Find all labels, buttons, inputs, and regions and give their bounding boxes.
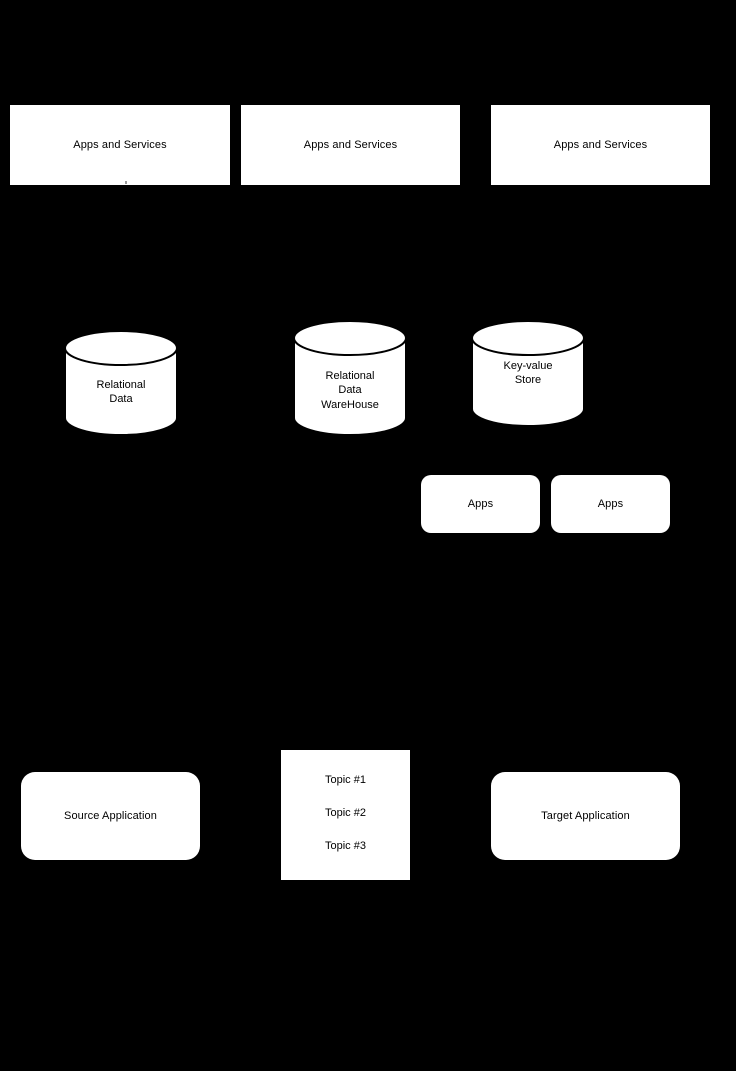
source-application-box[interactable]: Source Application	[21, 772, 200, 860]
cylinder-relational-data[interactable]: Relational Data	[64, 330, 178, 436]
connector-stub	[125, 181, 127, 184]
topic-item-3[interactable]: Topic #3	[325, 839, 366, 852]
apps-and-services-box-1[interactable]: Apps and Services	[10, 105, 230, 185]
apps-label-2: Apps	[597, 497, 624, 510]
apps-box-2[interactable]: Apps	[551, 475, 670, 533]
apps-and-services-label-2: Apps and Services	[303, 138, 398, 151]
apps-label-1: Apps	[467, 497, 494, 510]
database-cylinder-icon	[64, 330, 178, 436]
target-application-label: Target Application	[541, 809, 630, 822]
database-cylinder-icon	[471, 320, 585, 427]
topic-item-2[interactable]: Topic #2	[325, 806, 366, 819]
source-application-label: Source Application	[64, 809, 157, 822]
apps-and-services-box-2[interactable]: Apps and Services	[241, 105, 460, 185]
topic-item-1[interactable]: Topic #1	[325, 774, 366, 787]
cylinder-relational-data-warehouse[interactable]: Relational Data WareHouse	[293, 320, 407, 436]
apps-and-services-label-3: Apps and Services	[553, 138, 648, 151]
apps-and-services-box-3[interactable]: Apps and Services	[491, 105, 710, 185]
apps-box-1[interactable]: Apps	[421, 475, 540, 533]
database-cylinder-icon	[293, 320, 407, 436]
topics-box[interactable]: Topic #1 Topic #2 Topic #3	[281, 750, 410, 880]
cylinder-key-value-store[interactable]: Key-value Store	[471, 320, 585, 427]
apps-and-services-label-1: Apps and Services	[73, 138, 167, 151]
target-application-box[interactable]: Target Application	[491, 772, 680, 860]
